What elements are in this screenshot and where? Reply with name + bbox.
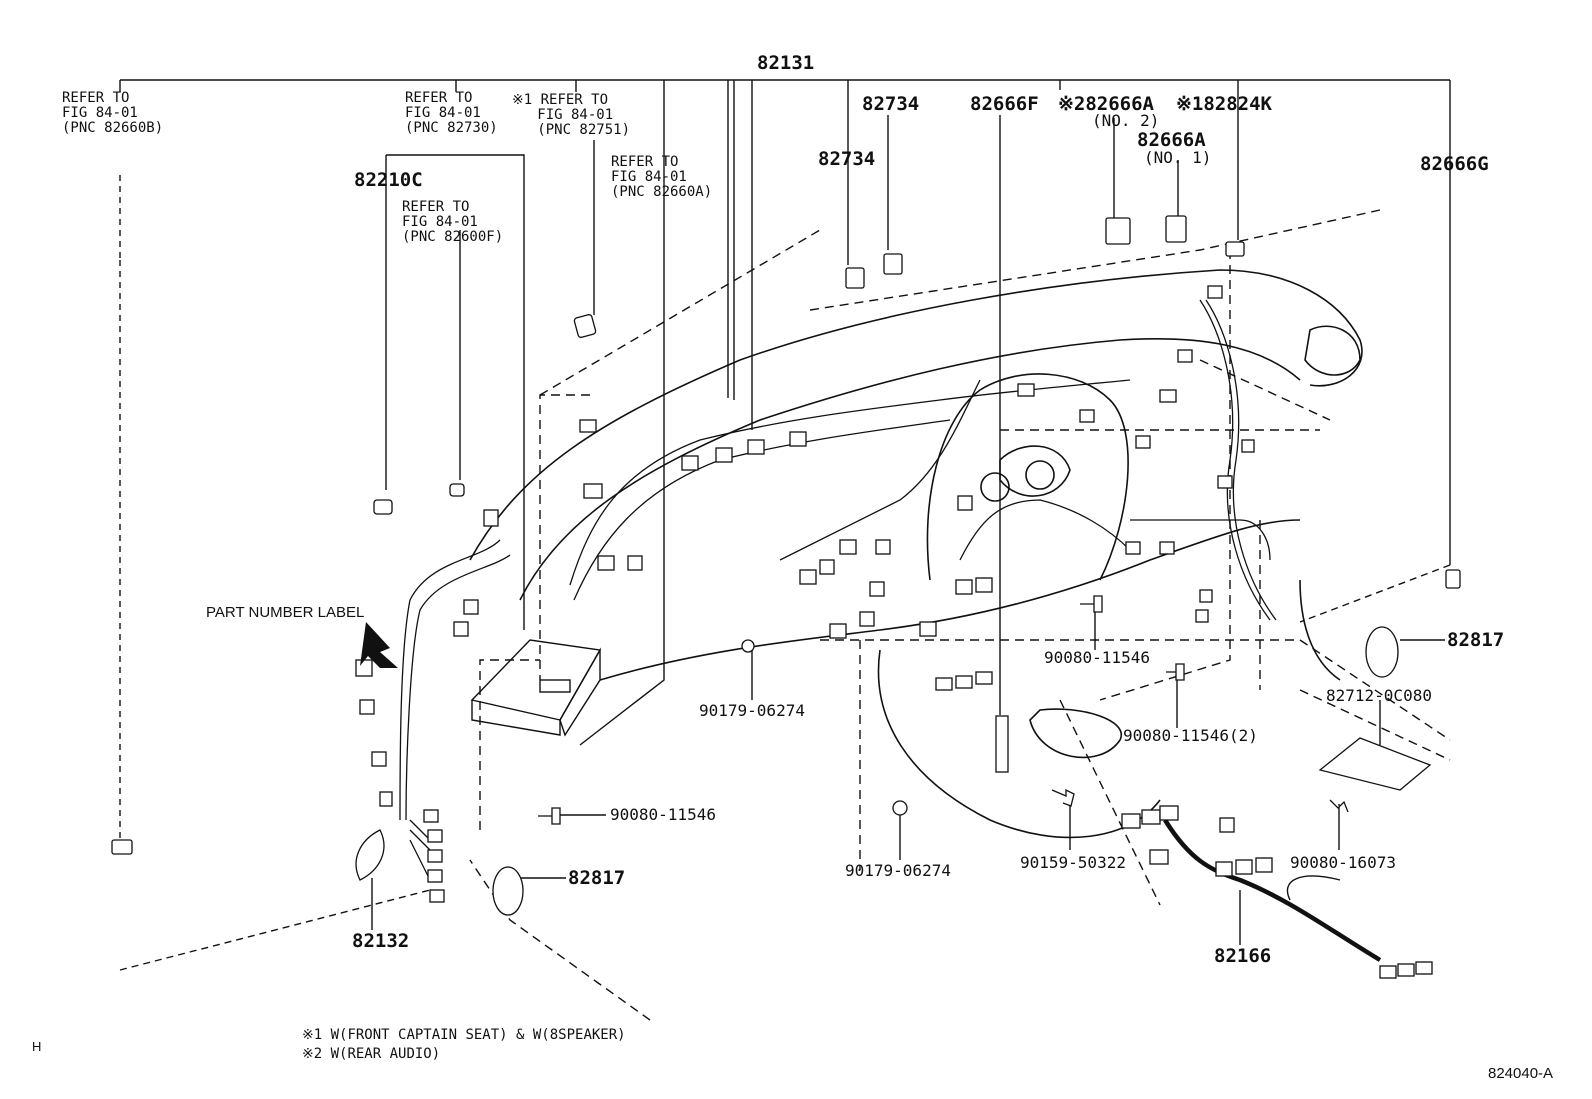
part-label-90080-11546-a: 90080-11546 [1044, 648, 1150, 667]
part-label-90080-16073: 90080-16073 [1290, 853, 1396, 872]
part-label-82817-right: 82817 [1447, 629, 1505, 651]
dashboard-body [469, 269, 1363, 839]
part-label-82666F: 82666F [970, 93, 1039, 115]
part-label-82131: 82131 [757, 52, 815, 74]
reference-82660A: REFER TO FIG 84-01 (PNC 82660A) [611, 154, 713, 200]
part-label-82824K: ※182824K [1176, 93, 1272, 115]
footnote-1: ※1 W(FRONT CAPTAIN SEAT) & W(8SPEAKER) [302, 1027, 626, 1043]
harness-wires [355, 299, 1277, 881]
part-label-82712: 82712-0C080 [1326, 686, 1432, 705]
part-label-82734-top: 82734 [862, 93, 920, 115]
junction-block [470, 639, 602, 737]
part-label-82817-left: 82817 [568, 867, 626, 889]
part-label-90080-11546-2: 90080-11546(2) [1123, 726, 1258, 745]
part-label-90080-11546-b: 90080-11546 [610, 805, 716, 824]
part-number-arrow [360, 622, 398, 668]
corner-mark: H [32, 1039, 42, 1054]
fasteners [538, 595, 1349, 825]
reference-82600F: REFER TO FIG 84-01 (PNC 82600F) [402, 199, 504, 245]
part-label-82210C: 82210C [354, 169, 423, 191]
part-label-82734: 82734 [818, 148, 876, 170]
leader-lines [119, 79, 1451, 971]
part-label-90159-50322: 90159-50322 [1020, 853, 1126, 872]
reference-82730: REFER TO FIG 84-01 (PNC 82730) [405, 90, 498, 136]
part-sublabel-no1: (NO. 1) [1144, 148, 1212, 167]
part-sublabel-no2: (NO. 2) [1092, 111, 1160, 130]
connectors [111, 215, 1461, 979]
harness-82166 [1163, 818, 1382, 962]
footnote-2: ※2 W(REAR AUDIO) [302, 1046, 441, 1062]
part-label-82666A-no1: 82666A [1137, 129, 1206, 151]
part-label-82132: 82132 [352, 930, 410, 952]
reference-82751: ※1 REFER TO FIG 84-01 (PNC 82751) [512, 92, 631, 138]
part-label-82666A-no2: ※282666A [1058, 93, 1154, 115]
part-label-90179-06274-b: 90179-06274 [845, 861, 951, 880]
part-label-82166: 82166 [1214, 945, 1272, 967]
part-label-82666G: 82666G [1420, 153, 1489, 175]
figure-id: 824040-A [1488, 1065, 1554, 1082]
reference-82660B: REFER TO FIG 84-01 (PNC 82660B) [62, 90, 164, 136]
part-number-label-caption: PART NUMBER LABEL [206, 604, 365, 621]
part-label-90179-06274-a: 90179-06274 [699, 701, 805, 720]
